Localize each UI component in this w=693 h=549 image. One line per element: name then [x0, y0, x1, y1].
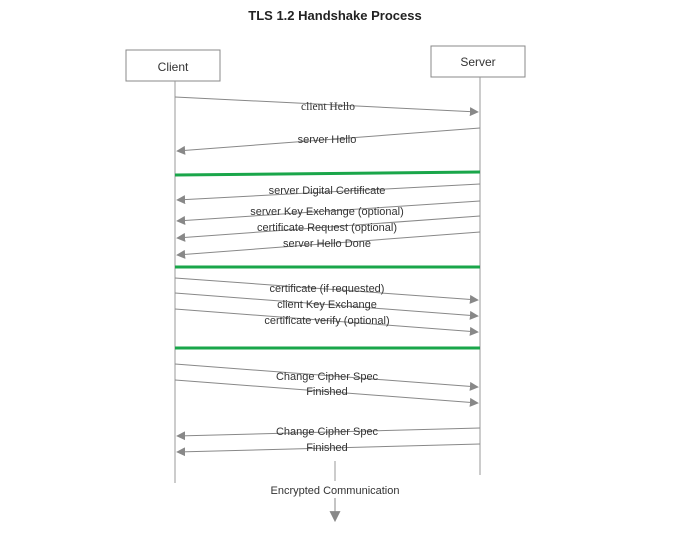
- message-label: server Digital Certificate: [269, 185, 386, 197]
- message-server-key-exchange: server Key Exchange (optional): [176, 200, 481, 225]
- message-certificate: certificate (if requested): [174, 277, 479, 304]
- message-label: client Key Exchange: [277, 299, 377, 311]
- message-finished-client: Finished: [174, 379, 479, 407]
- message-server-hello: server Hello: [176, 127, 481, 155]
- message-label: Change Cipher Spec: [276, 371, 379, 383]
- client-participant: Client: [125, 49, 221, 82]
- message-change-cipher-spec-server: Change Cipher Spec: [176, 426, 481, 441]
- message-label: server Key Exchange (optional): [250, 206, 403, 218]
- diagram-title: TLS 1.2 Handshake Process: [248, 8, 421, 23]
- message-label: certificate Request (optional): [257, 222, 397, 234]
- message-label: certificate verify (optional): [264, 315, 389, 327]
- client-label: Client: [158, 60, 189, 74]
- message-label: Finished: [306, 442, 348, 454]
- encrypted-communication-label: Encrypted Communication: [270, 485, 399, 497]
- message-label: Change Cipher Spec: [276, 426, 379, 438]
- phase-separator-1: [174, 170, 481, 177]
- message-finished-server: Finished: [176, 442, 481, 457]
- message-change-cipher-spec-client: Change Cipher Spec: [174, 363, 479, 391]
- message-client-hello: client Hello: [174, 96, 479, 117]
- client-box: [125, 49, 221, 82]
- server-label: Server: [460, 55, 495, 69]
- message-label: server Hello: [298, 134, 357, 146]
- server-participant: Server: [430, 45, 526, 78]
- message-label: client Hello: [301, 101, 355, 113]
- message-certificate-verify: certificate verify (optional): [174, 308, 479, 336]
- message-server-digital-certificate: server Digital Certificate: [176, 183, 481, 205]
- message-label: Finished: [306, 386, 348, 398]
- message-client-key-exchange: client Key Exchange: [174, 292, 479, 320]
- message-server-hello-done: server Hello Done: [176, 231, 481, 259]
- server-box: [430, 45, 526, 78]
- message-label: certificate (if requested): [270, 283, 385, 295]
- message-label: server Hello Done: [283, 238, 371, 250]
- message-certificate-request: certificate Request (optional): [176, 215, 481, 242]
